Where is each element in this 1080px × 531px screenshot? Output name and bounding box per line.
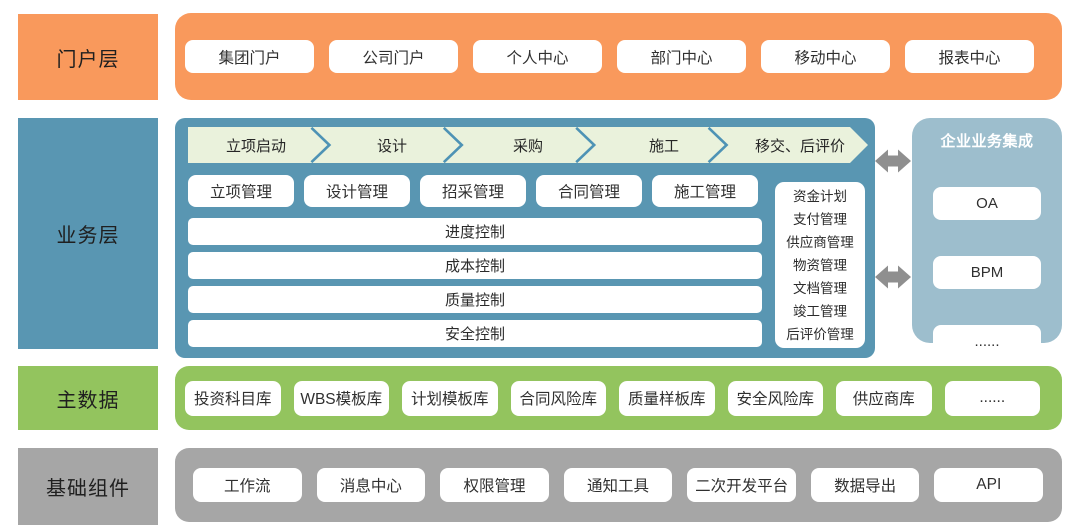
finance-side-panel: 资金计划支付管理供应商管理物资管理文档管理竣工管理后评价管理 — [775, 182, 865, 348]
integration-item[interactable]: BPM — [933, 256, 1041, 289]
master-data-item[interactable]: 计划模板库 — [402, 380, 498, 416]
process-chevron-band-graphic — [188, 127, 868, 163]
process-step-labels: 立项启动 设计 采购 施工 移交、后评价 — [188, 127, 868, 163]
base-component-item[interactable]: 权限管理 — [440, 468, 549, 502]
base-component-item[interactable]: 消息中心 — [316, 468, 426, 502]
process-step: 移交、后评价 — [754, 137, 845, 155]
process-step: 施工 — [648, 137, 679, 155]
portal-item[interactable]: 部门中心 — [617, 40, 746, 73]
management-item[interactable]: 合同管理 — [536, 175, 642, 207]
portal-item[interactable]: 移动中心 — [761, 40, 890, 73]
integration-title: 企业业务集成 — [940, 133, 1034, 150]
management-items-row: 立项管理设计管理招采管理合同管理施工管理 — [188, 175, 758, 207]
master-data-item[interactable]: 安全风险库 — [727, 380, 823, 416]
portal-item[interactable]: 个人中心 — [473, 40, 602, 73]
side-panel-item[interactable]: 资金计划 — [793, 188, 847, 204]
control-bar[interactable]: 质量控制 — [188, 286, 762, 313]
management-item[interactable]: 设计管理 — [304, 175, 410, 207]
master-data-item[interactable]: 质量样板库 — [619, 380, 715, 416]
process-flow-band: 立项启动 设计 采购 施工 移交、后评价 — [188, 127, 868, 163]
control-bar[interactable]: 安全控制 — [188, 320, 762, 347]
control-bar[interactable]: 成本控制 — [188, 252, 762, 279]
management-item[interactable]: 招采管理 — [420, 175, 526, 207]
side-panel-item[interactable]: 物资管理 — [793, 257, 847, 273]
portal-item[interactable]: 公司门户 — [329, 40, 458, 73]
base-components-container: 工作流消息中心权限管理通知工具二次开发平台数据导出 API — [175, 448, 1062, 522]
portal-item[interactable]: 报表中心 — [905, 40, 1034, 73]
base-component-item[interactable]: 数据导出 — [810, 468, 920, 502]
master-data-item[interactable]: ...... — [944, 380, 1040, 416]
double-arrow-icon — [875, 265, 911, 289]
process-step: 立项启动 — [225, 137, 286, 155]
side-panel-item[interactable]: 支付管理 — [793, 211, 847, 227]
integration-item[interactable]: OA — [933, 187, 1041, 220]
portal-layer-label: 门户层 — [18, 14, 158, 100]
portal-item[interactable]: 集团门户 — [185, 40, 314, 73]
control-bar[interactable]: 进度控制 — [188, 218, 762, 245]
base-component-item[interactable]: 通知工具 — [563, 468, 673, 502]
management-item[interactable]: 立项管理 — [188, 175, 294, 207]
portal-layer-container: 集团门户公司门户个人中心部门中心移动中心报表中心 — [175, 13, 1062, 100]
business-layer-container: 立项启动 设计 采购 施工 移交、后评价 立项管理设计管理招采管理合同管理施工管理 进度… — [175, 118, 875, 358]
base-component-item[interactable]: 二次开发平台 — [687, 468, 796, 502]
side-panel-item[interactable]: 供应商管理 — [786, 234, 854, 250]
base-component-item[interactable]: API — [934, 468, 1044, 502]
integration-items: OA BPM...... — [912, 151, 1062, 358]
double-arrow-icon — [875, 149, 911, 173]
business-layer-label: 业务层 — [18, 118, 158, 349]
side-panel-item[interactable]: 竣工管理 — [793, 303, 847, 319]
master-data-item[interactable]: 投资科目库 — [185, 380, 281, 416]
master-data-item[interactable]: 供应商库 — [836, 380, 932, 416]
base-component-item[interactable]: 工作流 — [193, 468, 302, 502]
master-data-container: 投资科目库 WBS模板库计划模板库合同风险库质量样板库安全风险库供应商库.....… — [175, 366, 1062, 430]
master-data-label: 主数据 — [18, 366, 158, 430]
base-components-label: 基础组件 — [18, 448, 158, 525]
process-step: 采购 — [512, 137, 543, 155]
integration-panel: 企业业务集成 OA BPM...... — [912, 118, 1062, 358]
process-step: 设计 — [376, 137, 407, 155]
side-panel-item[interactable]: 后评价管理 — [786, 326, 854, 342]
management-item[interactable]: 施工管理 — [652, 175, 758, 207]
control-bars: 进度控制成本控制质量控制安全控制 — [188, 218, 762, 347]
integration-item[interactable]: ...... — [933, 325, 1041, 358]
side-panel-item[interactable]: 文档管理 — [793, 280, 847, 296]
master-data-item[interactable]: WBS模板库 — [293, 380, 389, 416]
master-data-item[interactable]: 合同风险库 — [510, 380, 606, 416]
